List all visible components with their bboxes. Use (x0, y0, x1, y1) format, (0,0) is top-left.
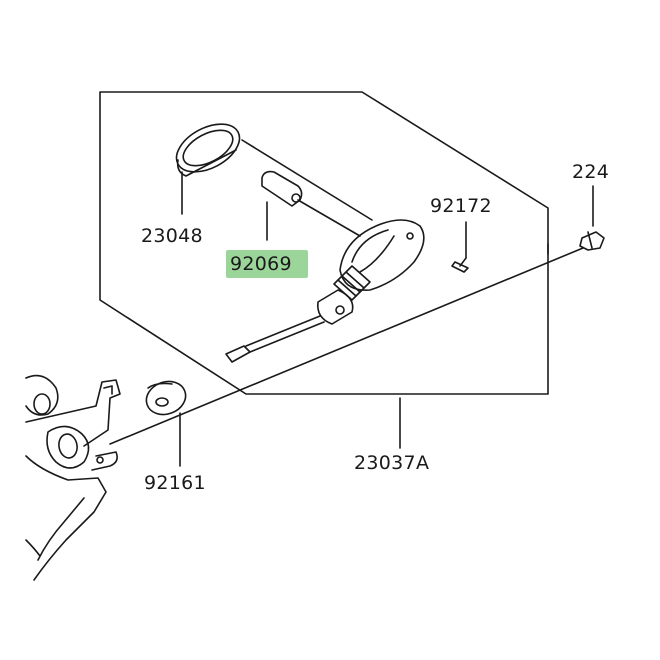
ring-gasket-part (175, 123, 241, 177)
assembly-axis (109, 247, 584, 445)
ring-axis (241, 139, 373, 221)
turn-signal-assembly (225, 219, 425, 363)
screw-92172-part (451, 257, 469, 273)
bolt-224-part (579, 231, 605, 251)
highlight-92069 (226, 250, 308, 278)
grommet-part (145, 380, 187, 416)
assembly-outline (99, 91, 549, 395)
part-number-224: 224 (572, 161, 610, 183)
part-number-92069: 92069 (230, 253, 292, 275)
part-number-92161: 92161 (144, 472, 206, 494)
part-number-23048: 23048 (141, 225, 203, 247)
part-number-92172: 92172 (430, 195, 492, 217)
bulb-axis (297, 199, 361, 237)
part-number-23037a: 23037A (354, 452, 430, 474)
bulb-part (261, 170, 303, 207)
mounting-bracket-part (25, 374, 121, 581)
